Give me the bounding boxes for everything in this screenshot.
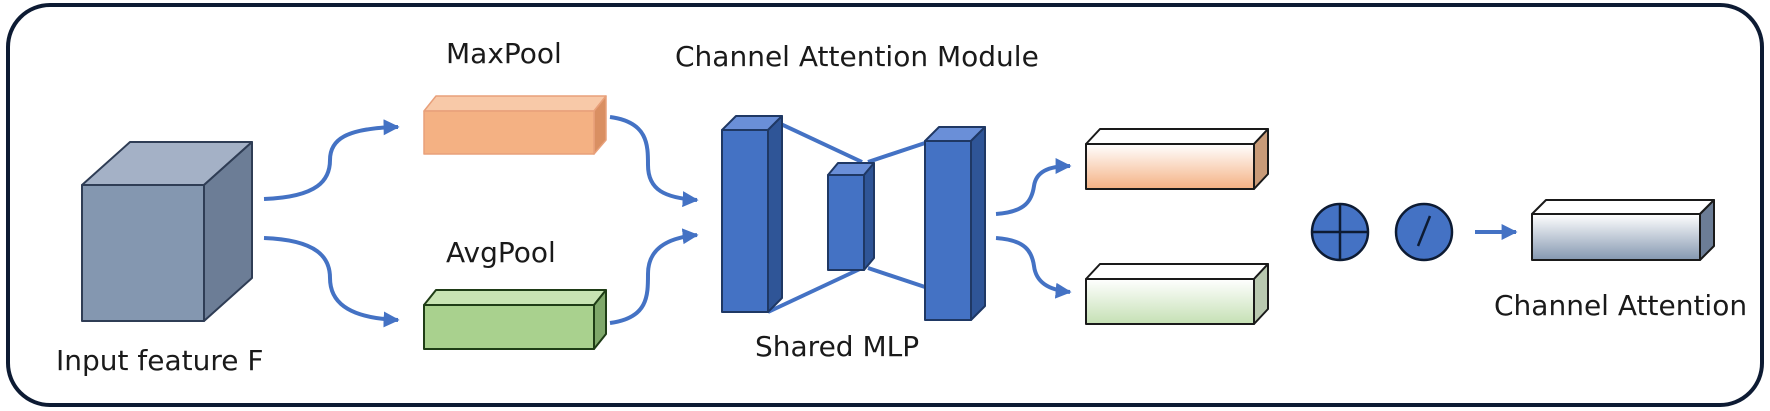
arrow-avgpool-to-mlp [609,228,699,325]
arrow-input-to-avgpool [263,236,400,328]
input-feature-cube [81,141,253,322]
arrow-input-to-maxpool [263,119,400,201]
mlp-connections [767,116,926,314]
mlp-layer-2 [827,162,875,271]
mlp-layer-3 [924,126,986,321]
circle-plus-icon [1310,202,1370,262]
avgpool-label: AvgPool [446,236,556,269]
module-title: Channel Attention Module [675,40,1039,73]
arrow-mlp-to-max-output [995,158,1072,216]
shared-mlp-label: Shared MLP [755,330,919,363]
maxpool-label: MaxPool [446,37,562,70]
mlp-layer-1 [721,115,783,313]
arrow-maxpool-to-mlp [609,115,699,208]
channel-attention-block [1531,199,1715,261]
avg-branch-output-block [1085,263,1269,325]
max-branch-output-block [1085,128,1269,190]
arrow-mlp-to-avg-output [995,236,1072,299]
avgpool-block [423,289,607,350]
input-feature-label: Input feature F [56,344,264,377]
channel-attention-label: Channel Attention [1494,289,1747,322]
slash-divide-icon [1394,202,1454,262]
maxpool-block [423,95,607,155]
